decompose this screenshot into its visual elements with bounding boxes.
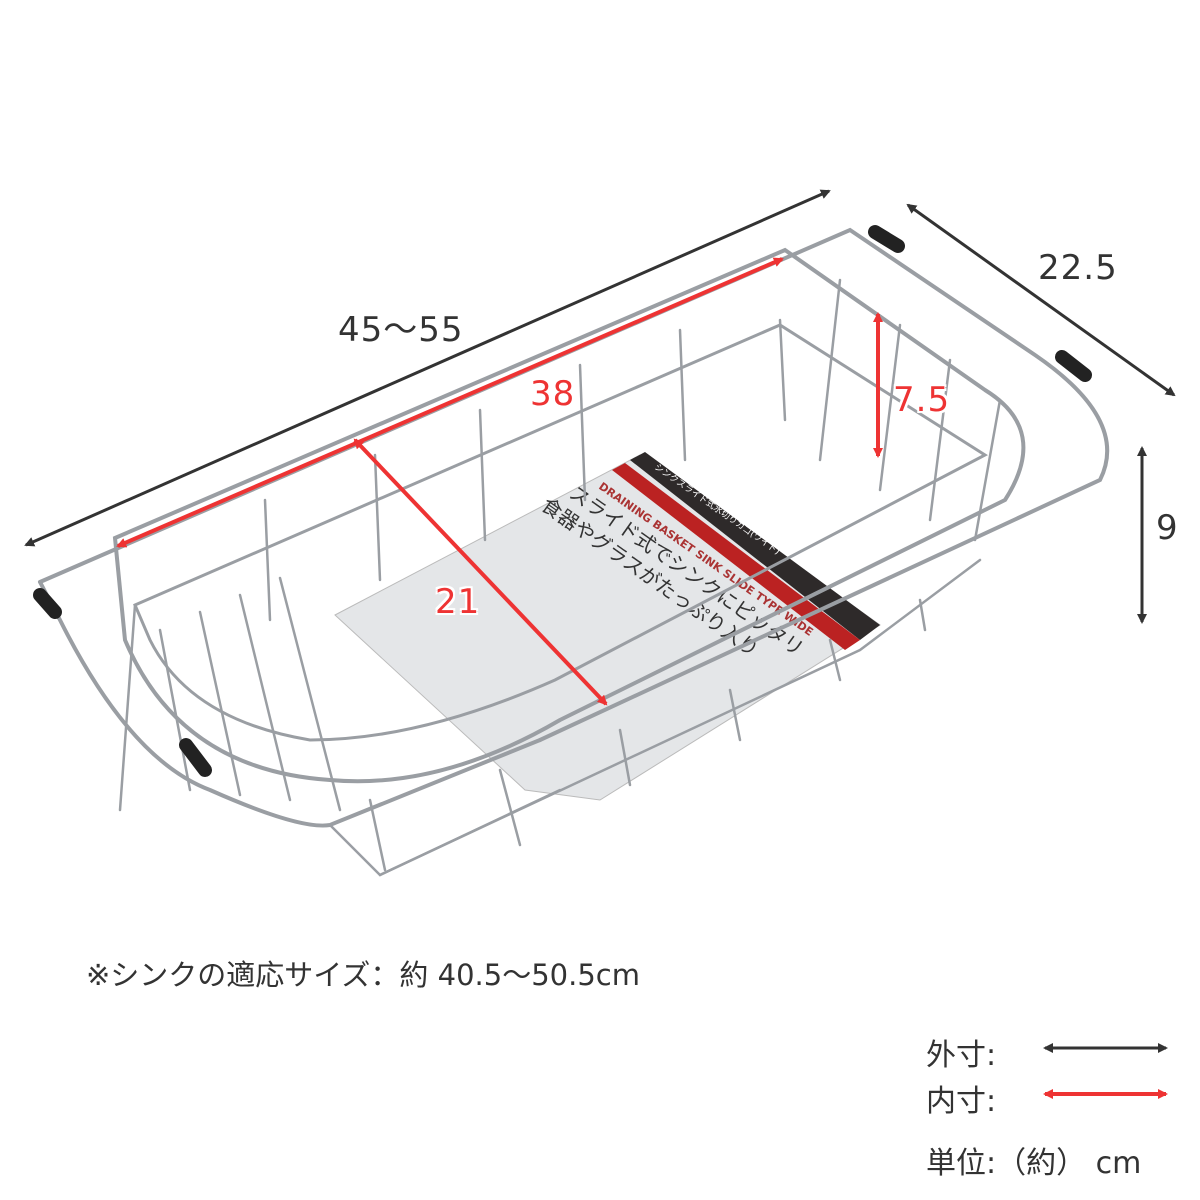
inner-height-label: 7.5: [893, 380, 951, 420]
outer-height-label: 9: [1156, 508, 1179, 548]
inner-depth-arrow: [353, 438, 608, 706]
inner-depth-label: 21: [435, 582, 481, 622]
inner-length-arrow: [116, 257, 784, 548]
sink-size-note: ※シンクの適応サイズ：約 40.5〜50.5cm: [86, 958, 640, 992]
outer-depth-label: 22.5: [1038, 248, 1118, 288]
outer-length-label: 45〜55: [338, 310, 464, 350]
inner-length-label: 38: [530, 374, 576, 414]
inner-dimension-arrows: [116, 257, 883, 706]
legend-outer-label: 外寸:: [926, 1038, 997, 1073]
legend-inner-label: 内寸:: [926, 1084, 997, 1119]
legend-unit-label: 単位:（約） cm: [926, 1146, 1142, 1181]
outer-depth-arrow: [906, 203, 1176, 397]
